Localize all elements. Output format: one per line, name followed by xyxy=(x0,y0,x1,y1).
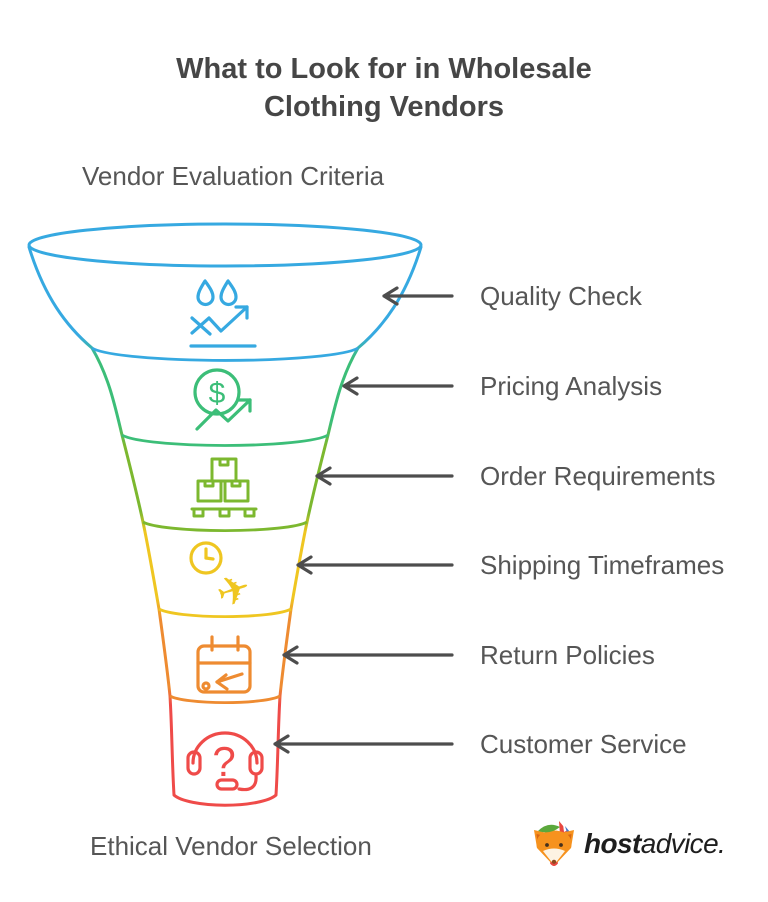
divider-stage-5 xyxy=(169,694,281,705)
divider-stage-4 xyxy=(158,607,292,618)
calendar-return-icon xyxy=(196,635,252,694)
stage-label-customer-service: Customer Service xyxy=(480,729,687,759)
stage-label-pricing-analysis: Pricing Analysis xyxy=(480,371,663,401)
funnel-right-side xyxy=(274,245,423,797)
arrow-return-policies xyxy=(282,645,454,665)
page-title-line1: What to Look for in Wholesale xyxy=(176,53,592,85)
clock-airplane-icon xyxy=(189,541,223,575)
headset-question-icon xyxy=(186,731,264,792)
boxes-pallet-icon xyxy=(190,457,258,518)
wordmark-host: host xyxy=(584,828,641,859)
divider-stage-2 xyxy=(121,433,329,447)
page-title: What to Look for in Wholesale Clothing V… xyxy=(0,50,768,126)
funnel-top-caption: Vendor Evaluation Criteria xyxy=(82,161,385,191)
stage-label-order-requirements: Order Requirements xyxy=(480,461,716,491)
funnel-top-rim xyxy=(27,222,423,268)
fox-icon xyxy=(534,821,574,866)
divider-stage-1 xyxy=(91,346,359,362)
water-drops-trend-icon xyxy=(189,279,257,348)
stage-label-quality-check: Quality Check xyxy=(480,281,642,311)
connector-arrows xyxy=(273,286,454,754)
wordmark-advice: advice. xyxy=(640,828,726,859)
divider-stage-3 xyxy=(142,520,308,533)
hostadvice-logo: hostadvice. xyxy=(529,818,726,870)
funnel-bottom xyxy=(172,793,278,807)
dollar-growth-icon xyxy=(193,368,252,431)
dollar-glyph: $ xyxy=(209,377,226,410)
question-glyph: ? xyxy=(212,738,235,785)
stage-label-return-policies: Return Policies xyxy=(480,640,655,670)
arrow-quality-check xyxy=(382,286,454,306)
page-title-line2: Clothing Vendors xyxy=(263,91,505,123)
arrow-shipping-timeframes xyxy=(296,555,454,575)
arrow-order-requirements xyxy=(315,466,454,486)
arrow-pricing-analysis xyxy=(342,376,454,396)
funnel-left-side xyxy=(27,245,176,797)
arrow-customer-service xyxy=(273,734,454,754)
stage-label-shipping-timeframes: Shipping Timeframes xyxy=(480,550,725,580)
funnel-bottom-caption: Ethical Vendor Selection xyxy=(90,831,372,861)
hostadvice-wordmark: hostadvice. xyxy=(584,828,726,860)
airplane-glyph: ✈ xyxy=(211,564,257,618)
